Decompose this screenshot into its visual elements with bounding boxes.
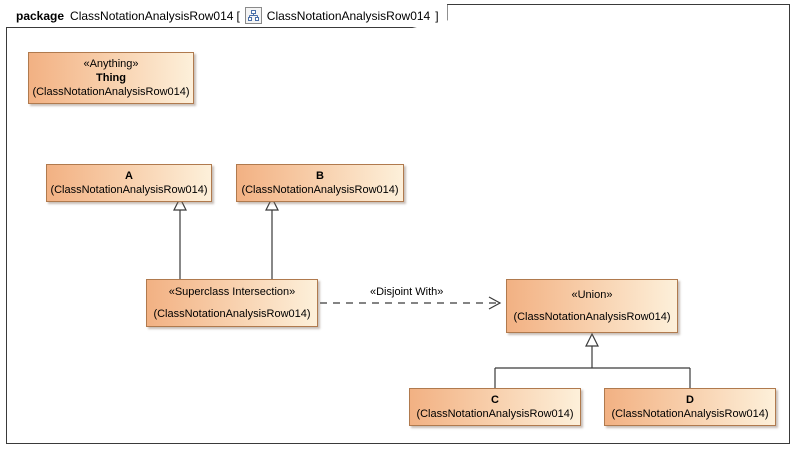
class-box-c[interactable]: C (ClassNotationAnalysisRow014) <box>409 388 581 426</box>
class-box-union[interactable]: «Union» (ClassNotationAnalysisRow014) <box>506 279 678 333</box>
class-box-b[interactable]: B (ClassNotationAnalysisRow014) <box>236 164 404 202</box>
connector-label-disjoint-with: «Disjoint With» <box>368 286 446 298</box>
class-box-d[interactable]: D (ClassNotationAnalysisRow014) <box>604 388 776 426</box>
class-box-superclass-intersection[interactable]: «Superclass Intersection» (ClassNotation… <box>146 279 318 327</box>
class-box-a[interactable]: A (ClassNotationAnalysisRow014) <box>46 164 212 202</box>
package-header-tab[interactable]: package ClassNotationAnalysisRow014 [ Cl… <box>6 4 448 28</box>
hierarchy-icon <box>244 7 262 24</box>
class-name: Thing <box>96 72 126 84</box>
class-qualifier: (ClassNotationAnalysisRow014) <box>513 311 671 323</box>
class-box-thing[interactable]: «Anything» Thing (ClassNotationAnalysisR… <box>28 52 194 104</box>
class-qualifier: (ClassNotationAnalysisRow014) <box>50 184 208 196</box>
class-qualifier: (ClassNotationAnalysisRow014) <box>153 308 311 320</box>
class-qualifier: (ClassNotationAnalysisRow014) <box>611 408 769 420</box>
class-stereotype: «Superclass Intersection» <box>168 286 296 298</box>
bracket-close: ] <box>435 8 439 23</box>
class-name: C <box>491 394 499 406</box>
package-keyword: package <box>16 8 65 23</box>
class-stereotype: «Anything» <box>83 58 139 70</box>
class-qualifier: (ClassNotationAnalysisRow014) <box>416 408 574 420</box>
class-qualifier: (ClassNotationAnalysisRow014) <box>32 86 190 98</box>
diagram-name: ClassNotationAnalysisRow014 <box>266 8 431 23</box>
bracket-open: [ <box>236 8 240 23</box>
class-qualifier: (ClassNotationAnalysisRow014) <box>241 184 399 196</box>
class-name: B <box>316 170 324 182</box>
class-stereotype: «Union» <box>571 289 613 301</box>
class-name: A <box>125 170 133 182</box>
package-name: ClassNotationAnalysisRow014 <box>70 8 234 23</box>
class-name: D <box>686 394 694 406</box>
